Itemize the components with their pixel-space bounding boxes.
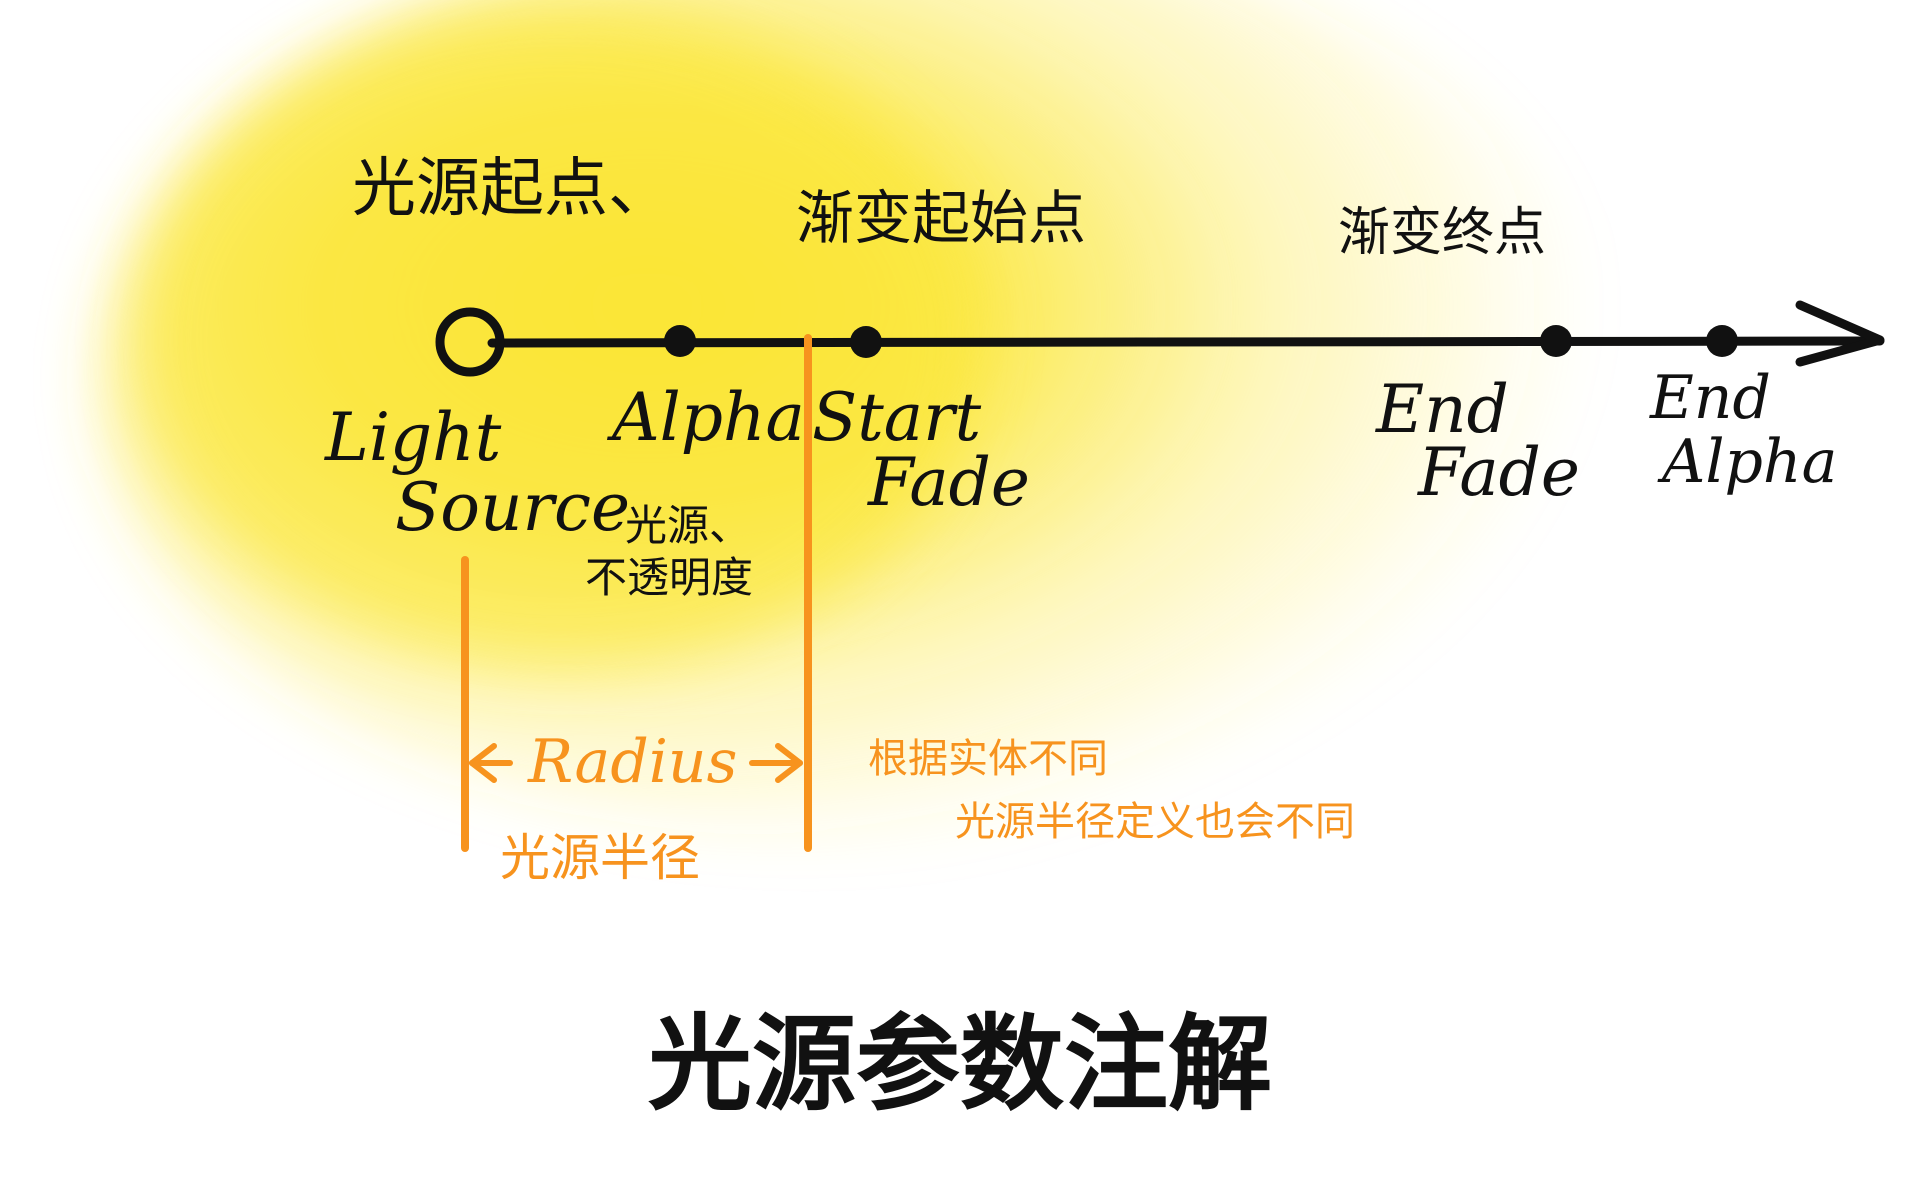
alpha-label: Alpha [606,379,805,456]
start-fade-label-line1: Start [812,379,982,456]
light-source-start-label: 光源起点、 [352,152,672,226]
end-fade-label-line2: Fade [1417,434,1580,511]
end-alpha-point [1706,325,1738,357]
start-fade-point [850,326,882,358]
end-fade-point [1540,325,1572,357]
alpha-point [664,325,696,357]
axis-line [487,336,1885,348]
radius-note-line1: 根据实体不同 [868,736,1108,782]
fade-start-label: 渐变起始点 [796,184,1086,252]
axis-arrow-icon [1795,300,1885,367]
end-alpha-label-line2: Alpha [1657,427,1837,497]
radius-note-line2: 光源半径定义也会不同 [955,799,1355,845]
end-alpha-label-line1: End [1649,363,1771,433]
alpha-cn-label-line2: 不透明度 [585,553,753,602]
light-source-point [435,307,505,377]
radius-right-arrow-icon [775,743,803,783]
radius-cn-label: 光源半径 [500,829,700,887]
radius-left-arrow-icon [469,743,497,783]
page-title: 光源参数注解 [648,1003,1272,1125]
alpha-cn-label-line1: 光源、 [625,501,751,550]
end-fade-label-line1: End [1375,371,1509,448]
fade-end-label: 渐变终点 [1338,203,1546,263]
light-source-label-line2: Source [395,469,630,546]
start-fade-label-line2: Fade [867,444,1030,521]
light-source-label-line1: Light [324,399,502,476]
radius-label: Radius [527,727,737,797]
